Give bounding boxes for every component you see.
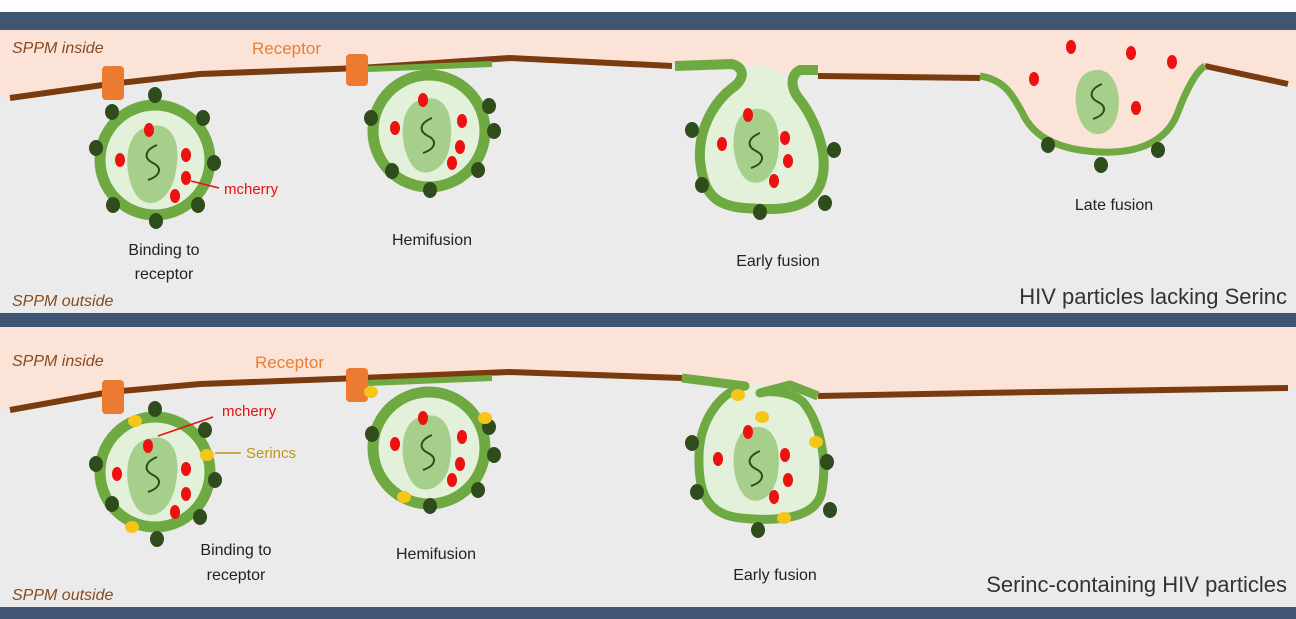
panel-bottom-serinc-label: Serincs [246, 445, 296, 462]
panel-bottom-receptor-1 [102, 380, 124, 414]
panel-bottom-stage-binding-line2: receptor [207, 567, 266, 584]
panel-bottom-title: Serinc-containing HIV particles [986, 572, 1287, 597]
panel-top-receptor-1 [102, 66, 124, 100]
panel-top-stage-late-fusion: Late fusion [1075, 197, 1153, 214]
panel-top-membrane-mid [817, 73, 981, 81]
panel-top-particle-early-fusion [674, 59, 841, 220]
panel-top-mcherry-leader [190, 180, 220, 189]
panel-bottom-receptor-label: Receptor [255, 353, 324, 372]
panel-top-mcherry-label: mcherry [224, 181, 279, 198]
panel-top-title: HIV particles lacking Serinc [1019, 284, 1287, 309]
panel-bottom-particle-binding [89, 401, 222, 547]
panel-bottom-mcherry-leader [157, 416, 214, 437]
panel-bottom-stage-binding-line1: Binding to [200, 542, 271, 559]
panel-top-stage-binding-line1: Binding to [128, 242, 199, 259]
panel-top-stage-early-fusion: Early fusion [736, 253, 820, 270]
panel-bottom-receptor-2 [346, 368, 368, 402]
panel-top-label-inside: SPPM inside [12, 40, 104, 57]
panel-top-receptor-label: Receptor [252, 39, 321, 58]
panel-bottom-inside-region [0, 327, 1296, 410]
panel-bottom-membrane-right [817, 385, 1289, 399]
panel-top-bottom-bar [0, 313, 1296, 327]
panel-bottom-mcherry-label: mcherry [222, 403, 277, 420]
panel-top-particle-binding [89, 87, 221, 229]
panel-bottom-label-outside: SPPM outside [12, 587, 113, 604]
panel-top-stage-hemifusion: Hemifusion [392, 232, 472, 249]
panel-bottom-membrane-left [9, 368, 683, 413]
panel-top: SPPM inside SPPM outside Receptor mcherr… [0, 12, 1296, 327]
panel-bottom-particle-hemifusion [364, 375, 501, 514]
panel-top-stage-binding-line2: receptor [135, 266, 194, 283]
panel-top-late-fusion-pocket [979, 40, 1208, 173]
panel-bottom-particle-early-fusion [681, 373, 837, 538]
panel-bottom-bottom-bar [0, 607, 1296, 619]
panel-top-membrane-left [9, 54, 673, 101]
panel-bottom-stage-hemifusion: Hemifusion [396, 546, 476, 563]
panel-top-label-outside: SPPM outside [12, 293, 113, 310]
panel-top-membrane-right [1204, 63, 1289, 87]
panel-bottom-label-inside: SPPM inside [12, 353, 104, 370]
panel-bottom: SPPM inside SPPM outside Receptor mcherr… [0, 327, 1296, 619]
panel-top-particle-hemifusion [364, 61, 501, 198]
panel-bottom-stage-early-fusion: Early fusion [733, 567, 817, 584]
panel-top-top-bar [0, 12, 1296, 30]
panel-top-receptor-2 [346, 54, 368, 86]
